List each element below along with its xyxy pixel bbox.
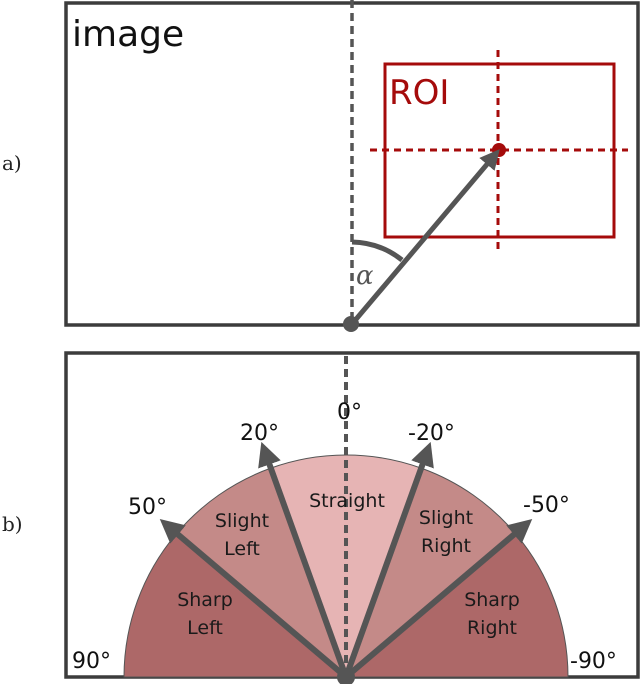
slight-left-line1: Slight [215, 510, 269, 532]
angle-arc [351, 239, 404, 262]
roi-center-dot [492, 143, 506, 157]
alpha-symbol: α [356, 261, 374, 291]
label-50-deg: 50° [128, 495, 167, 520]
steering-origin-dot [337, 668, 355, 684]
slight-right-line2: Right [421, 535, 471, 557]
label-neg-90-deg: -90° [570, 649, 617, 674]
label-90-deg: 90° [72, 649, 111, 674]
arrow-20-deg [258, 441, 349, 679]
sharp-right-line1: Sharp [464, 589, 520, 611]
label-20-deg: 20° [240, 421, 279, 446]
label-neg-20-deg: -20° [408, 421, 455, 446]
label-0-deg: 0° [337, 400, 362, 425]
panel-b-label: b) [2, 512, 23, 536]
slight-left-line2: Left [224, 538, 260, 560]
arrow-neg-20-deg [343, 441, 434, 679]
image-title: image [72, 14, 184, 55]
arrow-50-deg [159, 519, 348, 680]
arrow-neg-50-deg [344, 519, 533, 680]
panel-a: a) image ROI α [2, 0, 640, 332]
label-neg-50-deg: -50° [523, 493, 570, 518]
sharp-right-line2: Right [467, 617, 517, 639]
origin-dot [343, 316, 359, 332]
roi-label: ROI [389, 73, 449, 113]
straight-label: Straight [309, 490, 385, 512]
direction-arrow [350, 149, 500, 326]
panel-b: b) 0° 20° -20° 50° -50° 90° -90° [2, 351, 640, 684]
slight-right-line1: Slight [419, 507, 473, 529]
sharp-left-line1: Sharp [177, 589, 233, 611]
panel-a-label: a) [2, 151, 22, 175]
sharp-left-line2: Left [187, 617, 223, 639]
